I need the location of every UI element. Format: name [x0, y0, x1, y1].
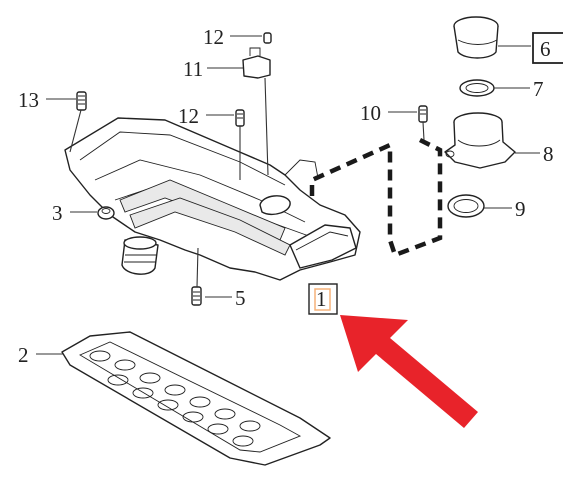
- bolt-12-lower: [235, 109, 245, 127]
- dashed-outline: [309, 137, 443, 258]
- o-ring-9: [447, 194, 485, 218]
- label-5: 5: [235, 286, 246, 310]
- manifold-gasket: [61, 331, 331, 466]
- filler-neck: [444, 112, 516, 169]
- o-ring-7-inner: [465, 83, 489, 93]
- label-1: 1: [316, 287, 327, 311]
- bolt-13: [76, 91, 87, 111]
- label-11: 11: [183, 57, 203, 81]
- label-13: 13: [18, 88, 39, 112]
- sensor: [242, 47, 271, 79]
- label-1-highlight: [314, 288, 331, 311]
- label-6: 6: [540, 37, 551, 61]
- label-7: 7: [533, 77, 544, 101]
- o-ring-7: [459, 79, 495, 97]
- intake-manifold: [64, 117, 361, 281]
- label-8: 8: [543, 142, 554, 166]
- o-ring-9-inner: [453, 199, 479, 213]
- label-12a: 12: [203, 25, 224, 49]
- grommet: [97, 206, 115, 220]
- label-3: 3: [52, 201, 63, 225]
- label-9: 9: [515, 197, 526, 221]
- label-6-box: [532, 32, 563, 64]
- leader-lines: [36, 35, 540, 355]
- bolt-5: [191, 286, 202, 306]
- label-10: 10: [360, 101, 381, 125]
- bolt-10: [418, 105, 428, 123]
- label-12b: 12: [178, 104, 199, 128]
- red-arrow: [340, 315, 478, 428]
- filler-cap: [453, 16, 499, 59]
- bolt-12-upper: [263, 32, 272, 44]
- label-2: 2: [18, 343, 29, 367]
